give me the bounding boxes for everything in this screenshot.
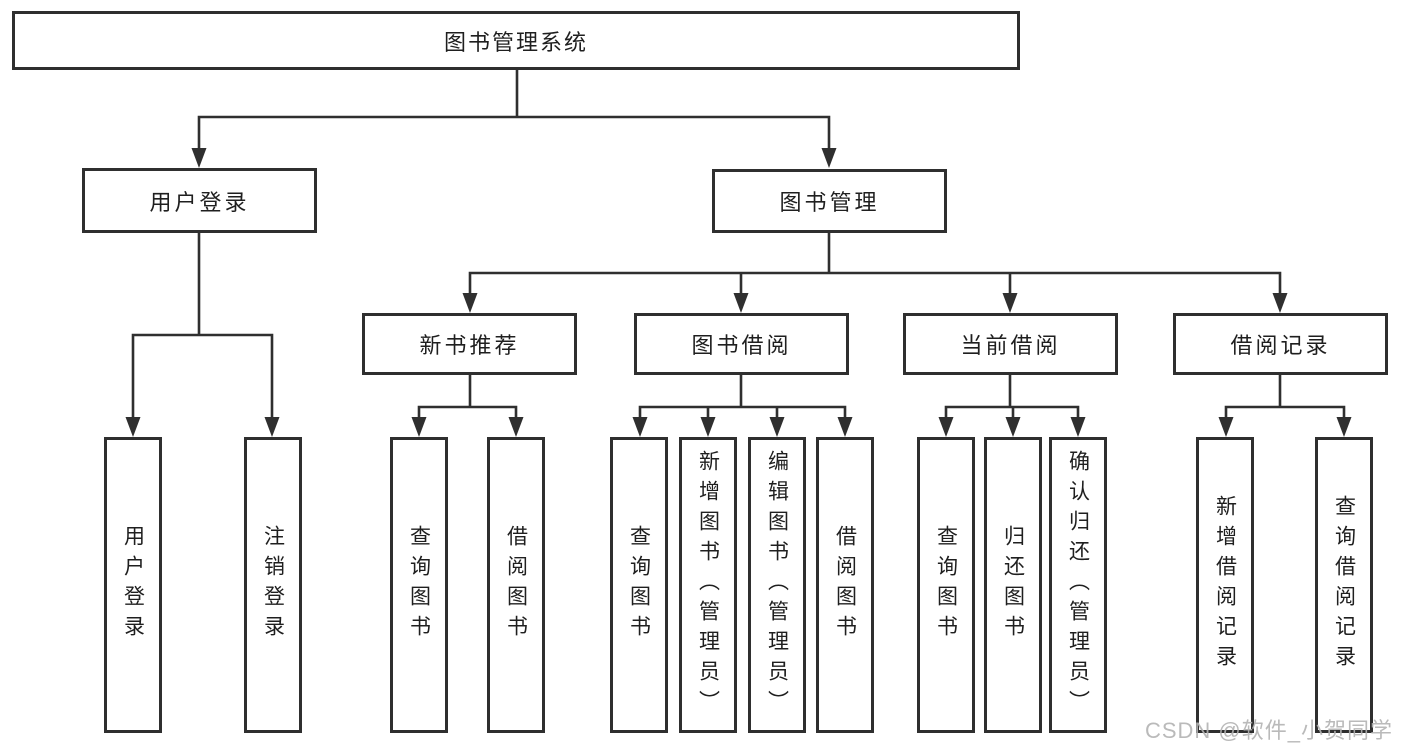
leaf-add-borrow-record-label: 新增借阅记录 xyxy=(1213,495,1237,675)
leaf-query-books-current-label: 查询图书 xyxy=(934,525,958,645)
node-borrow-records: 借阅记录 xyxy=(1173,313,1388,375)
leaf-confirm-return-admin-label: 确认归还（管理员） xyxy=(1066,450,1090,720)
node-current-borrow-label: 当前借阅 xyxy=(960,333,1061,358)
node-book-management-label: 图书管理 xyxy=(779,190,880,215)
leaf-borrow-books-borrow-label: 借阅图书 xyxy=(833,525,857,645)
connector-book-borrow-split xyxy=(638,373,847,430)
leaf-logout-label: 注销登录 xyxy=(261,525,285,645)
connector-user-login-split xyxy=(131,231,274,430)
leaf-return-book-label: 归还图书 xyxy=(1001,525,1025,645)
leaf-query-borrow-record-label: 查询借阅记录 xyxy=(1332,495,1356,675)
leaf-query-borrow-record: 查询借阅记录 xyxy=(1315,437,1373,733)
node-book-borrow-label: 图书借阅 xyxy=(691,333,792,358)
leaf-add-book-admin: 新增图书（管理员） xyxy=(679,437,737,733)
leaf-return-book: 归还图书 xyxy=(984,437,1042,733)
node-new-book-recommend-label: 新书推荐 xyxy=(419,333,520,358)
leaf-logout: 注销登录 xyxy=(244,437,302,733)
node-borrow-records-label: 借阅记录 xyxy=(1230,333,1331,358)
node-new-book-recommend: 新书推荐 xyxy=(362,313,577,375)
leaf-confirm-return-admin: 确认归还（管理员） xyxy=(1049,437,1107,733)
connector-root-split xyxy=(197,68,831,162)
leaf-add-borrow-record: 新增借阅记录 xyxy=(1196,437,1254,733)
leaf-add-book-admin-label: 新增图书（管理员） xyxy=(696,450,720,720)
leaf-edit-book-admin-label: 编辑图书（管理员） xyxy=(765,450,789,720)
node-user-login-label: 用户登录 xyxy=(149,189,250,215)
csdn-watermark: CSDN @软件_小贺同学 xyxy=(1144,718,1393,743)
node-book-borrow: 图书借阅 xyxy=(634,313,849,375)
leaf-user-login-label: 用户登录 xyxy=(121,525,145,645)
leaf-query-books-recommend: 查询图书 xyxy=(390,437,448,733)
leaf-query-books-borrow: 查询图书 xyxy=(610,437,668,733)
leaf-query-books-borrow-label: 查询图书 xyxy=(627,525,651,645)
arrowheads xyxy=(125,148,1352,437)
leaf-borrow-books-recommend-label: 借阅图书 xyxy=(504,525,528,645)
connector-book-management-split xyxy=(468,231,1282,307)
node-book-management: 图书管理 xyxy=(712,169,947,233)
leaf-query-books-current: 查询图书 xyxy=(917,437,975,733)
leaf-borrow-books-borrow: 借阅图书 xyxy=(816,437,874,733)
leaf-edit-book-admin: 编辑图书（管理员） xyxy=(748,437,806,733)
node-current-borrow: 当前借阅 xyxy=(903,313,1118,375)
leaf-user-login: 用户登录 xyxy=(104,437,162,733)
leaf-borrow-books-recommend: 借阅图书 xyxy=(487,437,545,733)
node-root-system-label: 图书管理系统 xyxy=(443,29,588,55)
leaf-query-books-recommend-label: 查询图书 xyxy=(407,525,431,645)
node-user-login: 用户登录 xyxy=(82,168,317,233)
node-root-system: 图书管理系统 xyxy=(12,11,1020,70)
connector-new-book-split xyxy=(417,373,518,430)
connector-borrow-record-split xyxy=(1224,373,1346,430)
